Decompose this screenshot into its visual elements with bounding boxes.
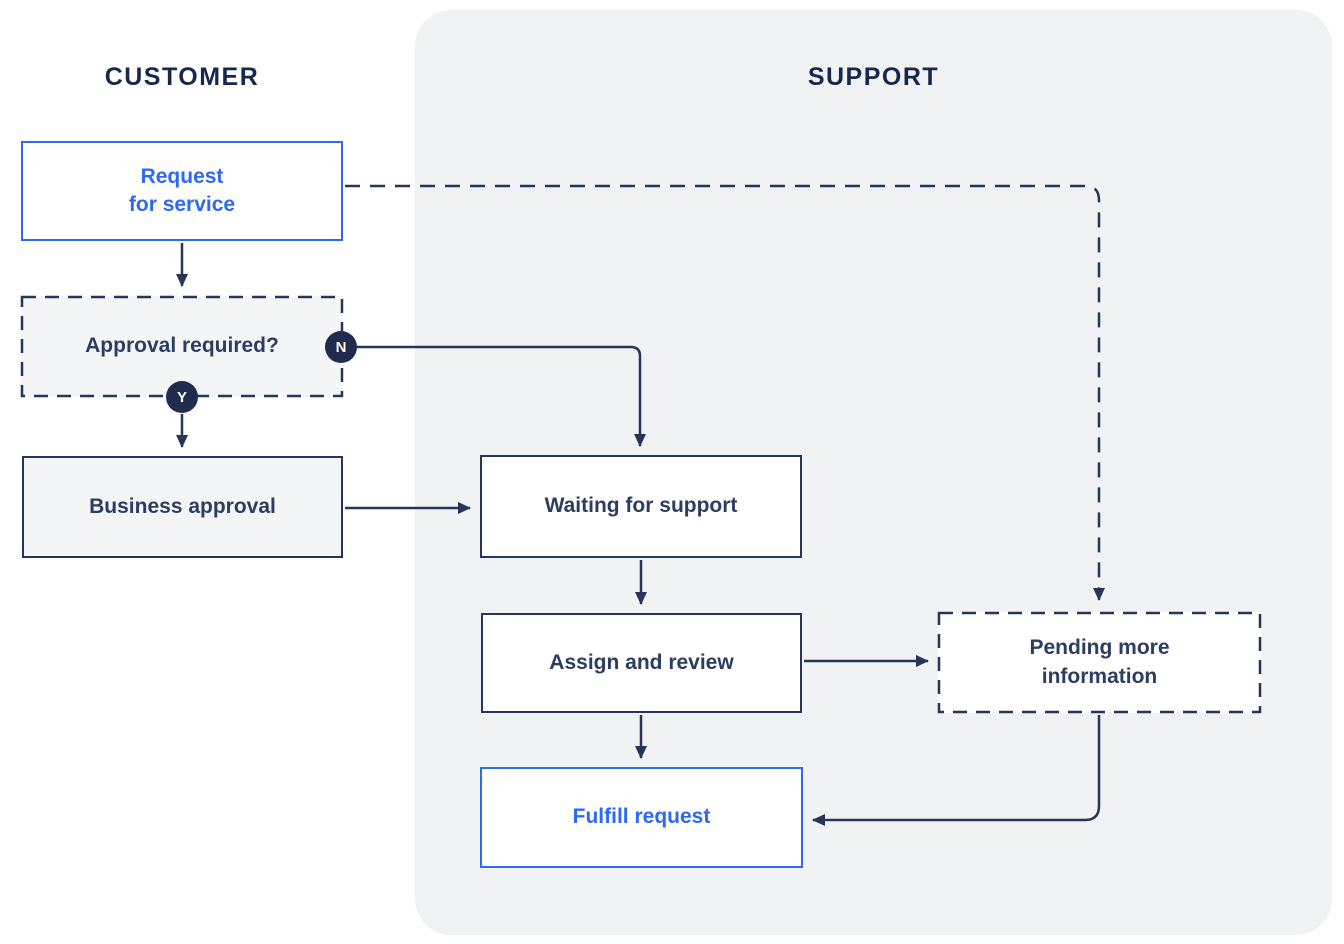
branch-badge-yes: Y: [166, 381, 198, 413]
node-pending-more-information: Pending more information: [938, 612, 1261, 713]
node-pending-more-information-label: Pending more information: [1029, 636, 1170, 688]
node-fulfill-request-label: Fulfill request: [572, 805, 711, 829]
lane-header-customer: CUSTOMER: [104, 63, 260, 91]
node-business-approval: Business approval: [22, 456, 343, 558]
node-waiting-for-support-label: Waiting for support: [544, 494, 738, 518]
node-fulfill-request: Fulfill request: [480, 767, 803, 868]
lane-header-support: SUPPORT: [807, 63, 940, 91]
branch-badge-no: N: [325, 331, 357, 363]
node-assign-and-review: Assign and review: [481, 613, 802, 713]
node-business-approval-label: Business approval: [89, 494, 276, 518]
node-assign-and-review-label: Assign and review: [549, 650, 734, 674]
node-approval-required-label: Approval required?: [85, 334, 279, 358]
node-request-for-service-label: Request for service: [128, 164, 236, 216]
node-waiting-for-support: Waiting for support: [480, 455, 802, 558]
node-request-for-service: Request for service: [21, 141, 343, 241]
